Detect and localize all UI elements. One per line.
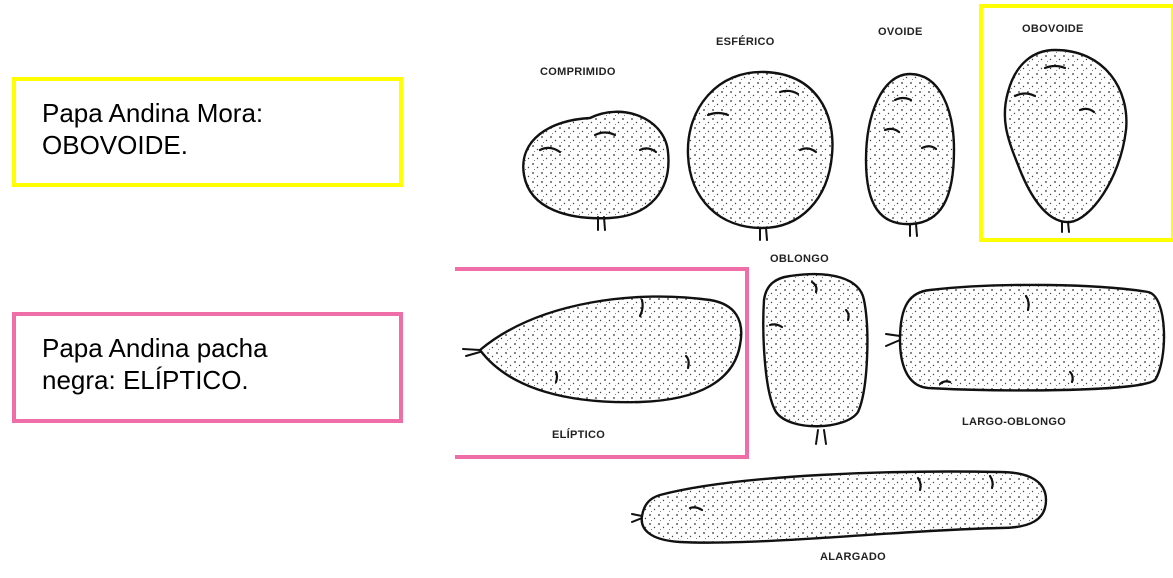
label-alargado: ALARGADO — [820, 551, 886, 563]
tuber-esferico — [688, 72, 833, 240]
label-oblongo: OBLONGO — [770, 253, 829, 265]
tuber-alargado — [632, 472, 1046, 543]
tuber-obovoide — [1005, 50, 1127, 232]
tuber-oblongo — [763, 274, 867, 444]
tuber-eliptico — [463, 297, 741, 403]
potato-shape-diagram: COMPRIMIDO ESFÉRICO OVOIDE OBOVOIDE ELÍP… — [455, 0, 1173, 578]
callout-negra-line2: negra: ELÍPTICO. — [42, 364, 399, 396]
label-comprimido: COMPRIMIDO — [540, 66, 616, 78]
label-ovoide: OVOIDE — [878, 26, 923, 38]
label-largo-oblongo: LARGO-OBLONGO — [962, 416, 1066, 428]
tuber-comprimido — [523, 112, 668, 230]
callout-mora-line2: OBOVOIDE. — [42, 129, 399, 161]
callout-papa-andina-pacha-negra: Papa Andina pacha negra: ELÍPTICO. — [12, 312, 403, 423]
label-obovoide: OBOVOIDE — [1022, 23, 1084, 35]
label-esferico: ESFÉRICO — [716, 35, 775, 48]
callout-negra-line1: Papa Andina pacha — [42, 332, 399, 364]
callout-papa-andina-mora: Papa Andina Mora: OBOVOIDE. — [12, 77, 403, 187]
callout-mora-line1: Papa Andina Mora: — [42, 97, 399, 129]
tuber-ovoide — [866, 74, 954, 236]
label-eliptico: ELÍPTICO — [552, 428, 605, 441]
tuber-largo-oblongo — [886, 285, 1164, 390]
